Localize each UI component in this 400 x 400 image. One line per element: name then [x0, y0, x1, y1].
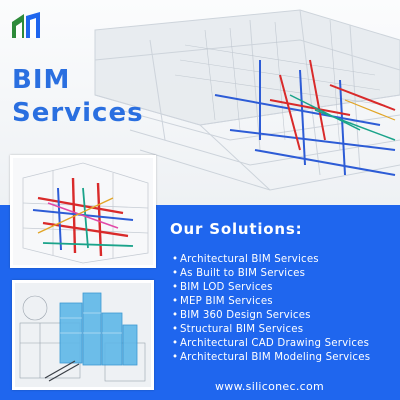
bullet-dot-icon: •: [172, 254, 179, 265]
list-item: •As Built to BIM Services: [172, 268, 306, 279]
bullet-dot-icon: •: [172, 282, 179, 293]
building-render-illustration: [94, 9, 400, 191]
list-item: •Architectural BIM Modeling Services: [172, 352, 371, 363]
list-item: •Structural BIM Services: [172, 324, 304, 335]
solutions-panel: [150, 205, 400, 400]
title-line-1: BIM: [12, 65, 71, 95]
bullet-dot-icon: •: [172, 338, 179, 349]
mep-model-illustration: [13, 158, 153, 265]
bullet-dot-icon: •: [172, 324, 179, 335]
mep-model-image: [10, 155, 156, 268]
solutions-list: •Architectural BIM Services •As Built to…: [172, 253, 370, 365]
blueprint-illustration: [15, 283, 151, 387]
bullet-dot-icon: •: [172, 352, 179, 363]
bullet-dot-icon: •: [172, 296, 179, 307]
list-item: •Architectural CAD Drawing Services: [172, 338, 370, 349]
bullet-dot-icon: •: [172, 310, 179, 321]
website-url: www.siliconec.com: [215, 380, 325, 393]
list-item: •MEP BIM Services: [172, 296, 273, 307]
list-item: •Architectural BIM Services: [172, 254, 319, 265]
company-logo-icon: [12, 12, 40, 38]
page-title: BIM Services: [12, 64, 144, 130]
title-line-2: Services: [12, 98, 144, 128]
list-item: •BIM 360 Design Services: [172, 310, 311, 321]
solutions-heading: Our Solutions:: [170, 220, 303, 238]
blueprint-model-image: [12, 280, 154, 390]
bullet-dot-icon: •: [172, 268, 179, 279]
list-item: •BIM LOD Services: [172, 282, 273, 293]
